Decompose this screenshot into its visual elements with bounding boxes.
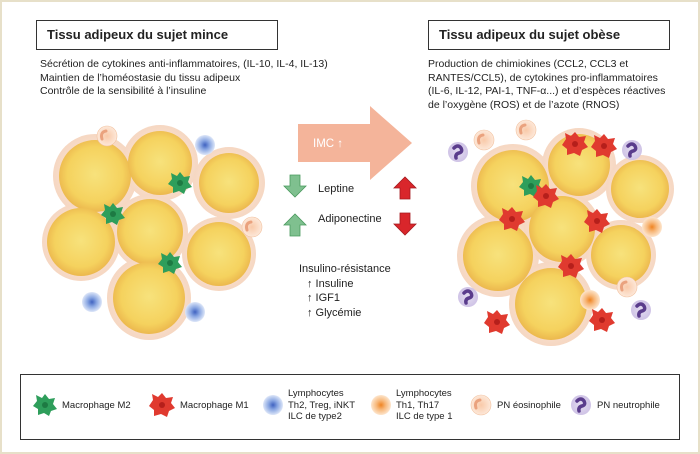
leptine-label: Leptine xyxy=(318,183,355,195)
adiponectine-up-arrow xyxy=(283,213,307,237)
adipocyte xyxy=(529,196,595,262)
lean-line: Sécrétion de cytokines anti-inflammatoir… xyxy=(40,58,328,70)
lean-line: Maintien de l’homéostasie du tissu adipe… xyxy=(40,71,241,84)
adiponectine-label: Adiponectine xyxy=(318,213,382,225)
igf1-label: ↑ IGF1 xyxy=(307,292,341,304)
legend-m2-label: Macrophage M2 xyxy=(62,400,131,411)
eosinophil-cell xyxy=(472,128,496,152)
adipocyte xyxy=(47,208,115,276)
obese-title: Tissu adipeux du sujet obèse xyxy=(428,20,670,50)
neutrophil-cell xyxy=(620,138,644,162)
obese-line: (IL-6, IL-12, PAI-1, TNF-α...) et d’espè… xyxy=(428,85,666,97)
center-indicators xyxy=(283,106,417,237)
lymphocyte-blue-cell xyxy=(185,302,205,322)
adipocyte xyxy=(113,262,185,334)
legend-box xyxy=(20,374,680,440)
legend-lymph-blue-label: Lymphocytes Th2, Treg, iNKT ILC de type2 xyxy=(288,388,355,423)
lean-line: Contrôle de la sensibilité à l’insuline xyxy=(40,85,207,97)
adipocyte xyxy=(117,199,183,265)
eosinophil-cell xyxy=(615,275,639,299)
obese-description: Production de chimiokines (CCL2, CCL3 et… xyxy=(428,58,690,112)
obese-line: de l’oxygène (ROS) et de l’azote (RNOS) xyxy=(428,98,620,111)
eosinophil-cell xyxy=(514,118,538,142)
legend-lymph-orange-line: ILC de type 1 xyxy=(396,411,453,422)
obese-adipose-tissue xyxy=(446,118,674,346)
legend-lymph-orange-label: Lymphocytes Th1, Th17 ILC de type 1 xyxy=(396,388,453,423)
lymphocyte-orange-cell xyxy=(580,290,600,310)
leptine-down-arrow xyxy=(283,174,307,198)
eosinophil-cell xyxy=(95,124,119,148)
adipocyte xyxy=(199,153,259,213)
leptine-up-arrow xyxy=(393,176,417,200)
lymphocyte-blue-cell xyxy=(82,292,102,312)
imc-arrow xyxy=(298,106,412,180)
neutrophil-cell xyxy=(446,140,470,164)
obese-line: Production de chimiokines (CCL2, CCL3 et xyxy=(428,58,629,70)
lymphocyte-blue-cell xyxy=(195,135,215,155)
macrophage-m1-cell xyxy=(484,310,510,334)
lean-title: Tissu adipeux du sujet mince xyxy=(36,20,278,50)
eosinophil-cell xyxy=(240,215,264,239)
adipocyte xyxy=(477,150,549,222)
adipocyte xyxy=(59,140,131,212)
legend-lymph-orange-line: Th1, Th17 xyxy=(396,399,440,411)
adiponectine-down-arrow xyxy=(393,212,417,236)
obese-line: RANTES/CCL5), de cytokines pro-inflammat… xyxy=(428,71,658,84)
legend-lymph-blue-line: ILC de type2 xyxy=(288,411,342,422)
legend-lymph-blue-line: Lymphocytes xyxy=(288,388,344,399)
legend-lymph-blue-line: Th2, Treg, iNKT xyxy=(288,399,356,411)
lymphocyte-orange-cell xyxy=(642,217,662,237)
adipocyte xyxy=(591,225,651,285)
adipocyte xyxy=(611,160,669,218)
neutrophil-cell xyxy=(629,298,653,322)
lean-description: Sécrétion de cytokines anti-inflammatoir… xyxy=(40,58,370,99)
macrophage-m1-cell xyxy=(589,308,615,332)
adipocyte xyxy=(463,221,533,291)
legend-lymph-orange-line: Lymphocytes xyxy=(396,388,452,399)
insulino-resistance-block: Insulino-résistance ↑ Insuline ↑ IGF1 ↑ … xyxy=(299,262,391,320)
insuline-label: ↑ Insuline xyxy=(307,277,354,290)
adipocyte xyxy=(187,222,251,286)
lean-adipose-tissue xyxy=(42,124,265,340)
legend-eosinophil-label: PN éosinophile xyxy=(497,400,561,411)
legend-neutrophil-label: PN neutrophile xyxy=(597,400,660,411)
insulino-resistance-label: Insulino-résistance xyxy=(299,263,391,275)
legend-m1-label: Macrophage M1 xyxy=(180,400,249,411)
glycemie-label: ↑ Glycémie xyxy=(307,306,362,319)
adipocyte xyxy=(515,268,587,340)
imc-label: IMC ↑ xyxy=(313,138,344,150)
neutrophil-cell xyxy=(456,285,480,309)
